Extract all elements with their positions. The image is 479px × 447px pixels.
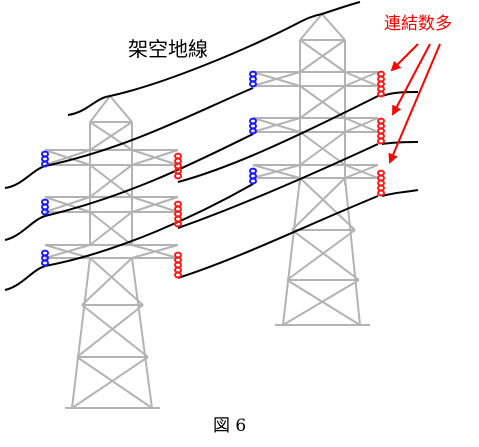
insulator-right-tower-top-left xyxy=(249,70,257,88)
insulator-disc xyxy=(249,177,257,185)
insulator-disc xyxy=(377,137,385,145)
ground-wire-label: 架空地線 xyxy=(128,37,208,61)
insulator-disc xyxy=(174,271,182,279)
insulator-disc xyxy=(377,189,385,197)
insulator-disc xyxy=(174,172,182,180)
insulator-disc xyxy=(377,90,385,98)
figure-caption: 図 6 xyxy=(213,416,247,436)
insulator-left-tower-mid-left xyxy=(41,198,49,216)
insulator-left-tower-mid-right xyxy=(174,200,182,228)
insulator-right-tower-bot-left xyxy=(249,167,257,185)
conductor-mid-span xyxy=(44,133,254,217)
insulator-left-tower-top-left xyxy=(41,150,49,168)
conductor-bot-left-in xyxy=(4,265,46,291)
insulator-strings xyxy=(41,70,385,279)
conductor-bot-span xyxy=(44,183,254,267)
conductor-top-right-out xyxy=(381,91,419,97)
insulator-right-tower-bot-right xyxy=(377,169,385,197)
phase-conductors xyxy=(4,87,419,291)
conductor-mid-left-in xyxy=(4,215,46,241)
arrow-to-top-insulator xyxy=(390,43,419,72)
arrow-to-middle-insulator xyxy=(392,43,431,116)
insulator-right-tower-top-right xyxy=(377,70,385,98)
annotation-arrows xyxy=(388,43,441,164)
ground-wire-left xyxy=(67,13,323,116)
insulator-disc xyxy=(41,160,49,168)
conductor-mid-right-span xyxy=(177,143,379,229)
insulator-disc xyxy=(249,80,257,88)
insulator-left-tower-top-right xyxy=(174,152,182,180)
arrow-to-bottom-insulator xyxy=(388,43,441,164)
insulator-disc xyxy=(249,127,257,135)
conductor-bot-right-out xyxy=(381,189,419,197)
ground-wire-right xyxy=(321,1,361,15)
conductor-mid-right-out xyxy=(381,141,419,145)
insulator-left-tower-bot-left xyxy=(41,249,49,267)
conductor-top-left-in xyxy=(4,165,46,189)
conductor-top-right-span xyxy=(177,95,379,183)
insulator-left-tower-bot-right xyxy=(174,251,182,279)
insulator-right-tower-mid-right xyxy=(377,117,385,145)
insulator-disc xyxy=(174,220,182,228)
conductor-top-span xyxy=(44,87,254,167)
left-transmission-tower xyxy=(44,95,179,409)
right-transmission-tower xyxy=(252,13,379,326)
conductor-bot-right-span xyxy=(177,195,379,279)
insulator-disc xyxy=(41,208,49,216)
annotation-label: 連結数多 xyxy=(384,14,452,34)
insulator-disc xyxy=(41,259,49,267)
overhead-ground-wires xyxy=(67,1,361,116)
insulator-right-tower-mid-left xyxy=(249,117,257,135)
